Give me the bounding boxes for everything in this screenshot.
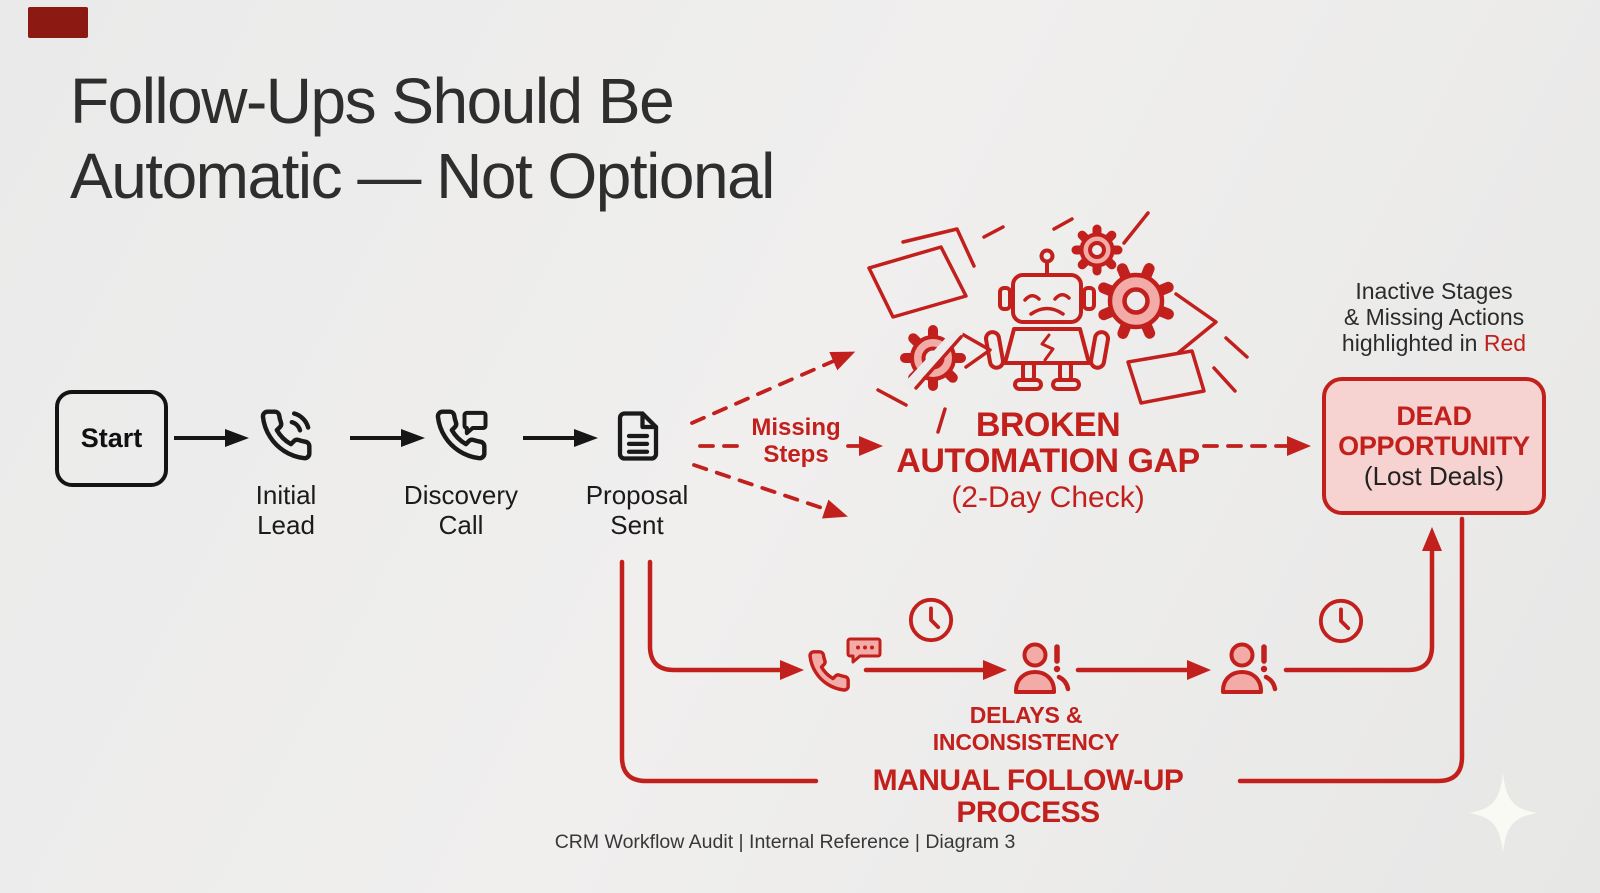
page-title: Follow-Ups Should Be Automatic — Not Opt… xyxy=(70,64,970,214)
clock-icon-2 xyxy=(1318,598,1364,644)
sparkle-decoration xyxy=(1469,773,1537,853)
stage-initial-lead-line1: Initial xyxy=(255,480,317,510)
clock-icon-1 xyxy=(908,597,954,643)
legend-note: Inactive Stages & Missing Actions highli… xyxy=(1312,278,1556,356)
manual-loop-left xyxy=(619,559,819,784)
gear-icon-small xyxy=(1071,224,1123,276)
missing-steps-line2: Steps xyxy=(763,441,829,468)
gap-subheading: (2-Day Check) xyxy=(951,481,1145,514)
start-node: Start xyxy=(55,390,168,487)
gear-icon-large xyxy=(1098,263,1174,339)
legend-line3: highlighted in Red xyxy=(1312,330,1556,356)
corner-brand-mark xyxy=(28,7,88,38)
stage-label-discovery-call: Discovery Call xyxy=(386,480,536,540)
dashed-arrow-bottom xyxy=(692,463,848,519)
missing-steps-arrows xyxy=(690,351,1311,519)
missing-steps-label: Missing Steps xyxy=(736,414,856,468)
stage-label-initial-lead: Initial Lead xyxy=(211,480,361,540)
stage-proposal-sent-line1: Proposal xyxy=(585,480,689,510)
arrow-rep2-to-dead-opportunity xyxy=(1283,527,1442,673)
dead-opportunity-line1: DEAD xyxy=(1396,401,1472,431)
phone-call-icon xyxy=(260,409,312,461)
manual-loop-right xyxy=(1237,516,1465,784)
stage-label-proposal-sent: Proposal Sent xyxy=(562,480,712,540)
dashed-arrow-top xyxy=(690,351,856,425)
gear-icon-broken xyxy=(900,325,966,391)
dead-opportunity-line3: (Lost Deals) xyxy=(1363,461,1505,491)
manual-followup-path xyxy=(619,516,1465,784)
phone-chat-icon xyxy=(435,409,488,461)
legend-red-highlight: Red xyxy=(1483,330,1527,356)
broken-robot-icon xyxy=(983,248,1111,391)
sales-rep-alert-icon-2 xyxy=(1221,642,1278,694)
phone-message-icon xyxy=(808,650,850,692)
missing-steps-line1: Missing xyxy=(751,414,841,441)
legend-line2: & Missing Actions xyxy=(1343,304,1525,330)
stage-initial-lead-line2: Lead xyxy=(257,510,315,540)
page-title-line2: Automatic — Not Optional xyxy=(70,140,775,212)
manual-branch-to-phone xyxy=(647,559,804,680)
footer-caption: CRM Workflow Audit | Internal Reference … xyxy=(554,831,1016,853)
document-icon xyxy=(617,411,659,461)
stage-discovery-call-line2: Call xyxy=(438,510,484,540)
delays-inconsistency-label: DELAYS & INCONSISTENCY xyxy=(932,702,1120,755)
broken-automation-gap-heading: BROKEN AUTOMATION GAP (2-Day Check) xyxy=(888,407,1208,515)
stage-proposal-sent-line2: Sent xyxy=(610,510,664,540)
message-bubble-icon xyxy=(846,637,882,664)
manual-followup-process-label: MANUAL FOLLOW-UP PROCESS xyxy=(872,764,1184,829)
page-title-line1: Follow-Ups Should Be xyxy=(70,65,675,137)
sales-rep-alert-icon-1 xyxy=(1014,642,1071,694)
legend-line1: Inactive Stages xyxy=(1355,278,1513,304)
start-label: Start xyxy=(80,423,143,453)
shattered-shards-decoration xyxy=(867,211,1249,434)
gap-heading-line2: AUTOMATION GAP xyxy=(896,442,1200,480)
dead-opportunity-node: DEAD OPPORTUNITY (Lost Deals) xyxy=(1322,377,1546,515)
stage-discovery-call-line1: Discovery xyxy=(403,480,519,510)
dead-opportunity-line2: OPPORTUNITY xyxy=(1338,431,1530,461)
legend-line3-prefix: highlighted in xyxy=(1341,330,1484,356)
gap-heading-line1: BROKEN xyxy=(975,406,1121,444)
